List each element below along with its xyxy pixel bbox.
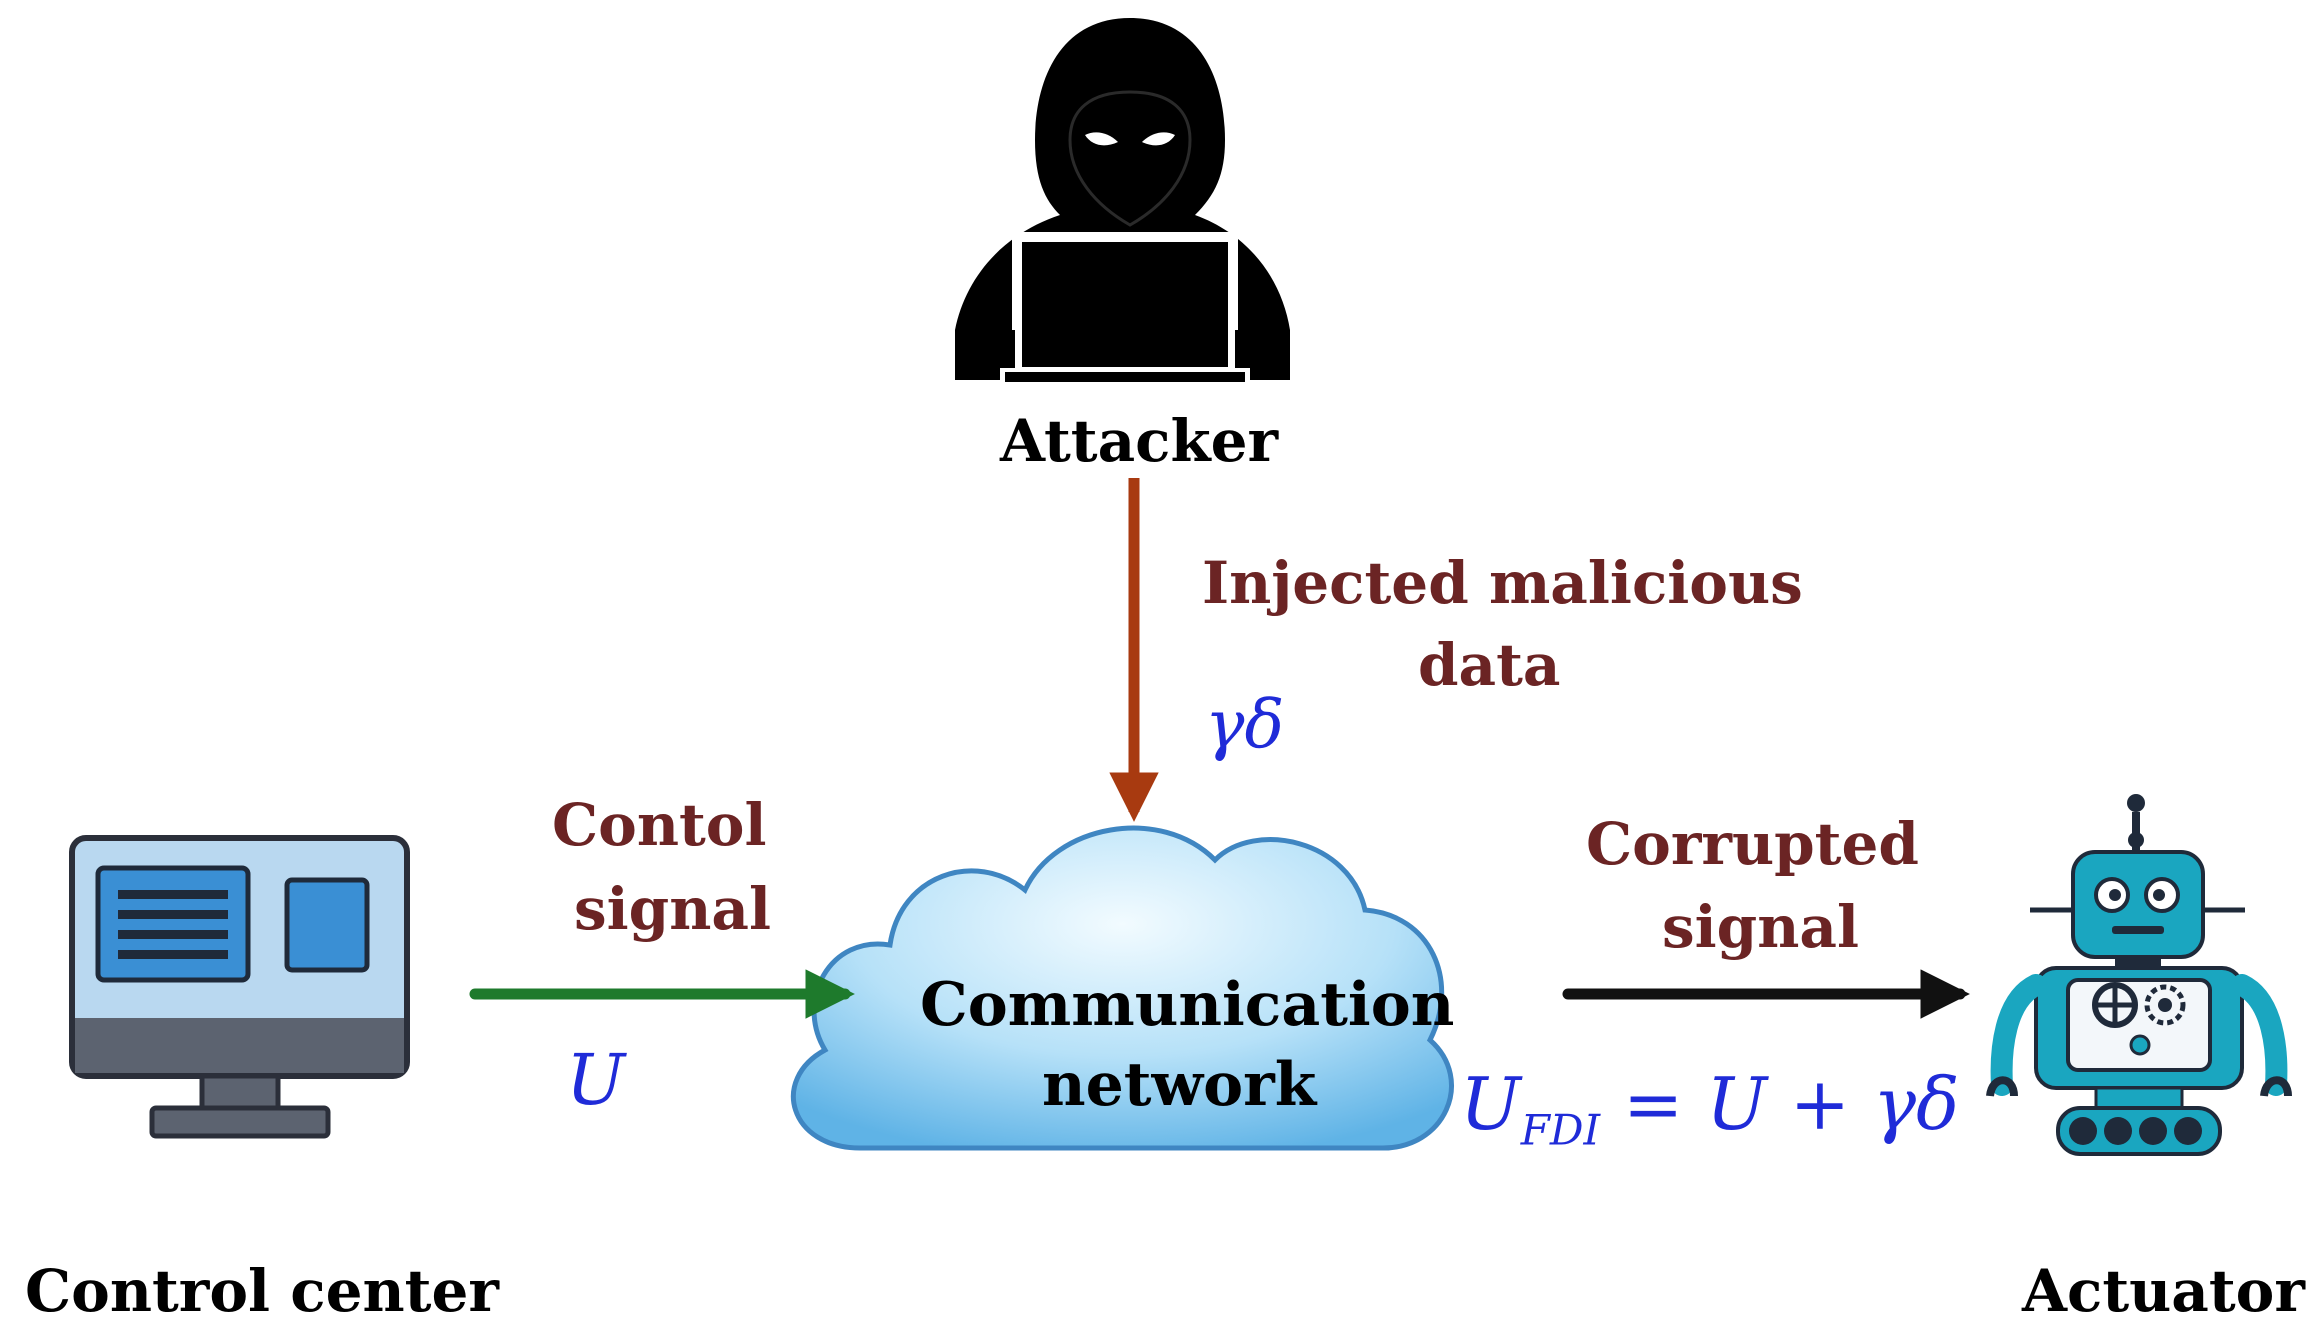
corrupted-math-rest: = U + γδ	[1600, 1062, 1960, 1146]
actuator-label: Actuator	[2022, 1257, 2305, 1325]
corrupted-math: UFDI = U + γδ	[1460, 1068, 1959, 1151]
network-label-line2: network	[1042, 1050, 1317, 1120]
corrupted-math-main: U	[1460, 1062, 1521, 1146]
hooded-hacker-icon	[955, 18, 1290, 382]
network-label-line1: Communication	[920, 970, 1455, 1040]
computer-monitor-icon	[69, 835, 410, 1139]
corrupted-label-line1: Corrupted	[1586, 810, 1919, 878]
injection-label-line2: data	[1418, 631, 1561, 699]
injection-label-line1: Injected malicious	[1202, 549, 1803, 617]
corrupted-math-sub: FDI	[1520, 1105, 1601, 1155]
attacker-label: Attacker	[1000, 407, 1279, 475]
control-label-line1: Contol	[552, 791, 767, 859]
corrupted-label-line2: signal	[1662, 893, 1860, 961]
control-label-line2: signal	[574, 875, 772, 943]
robot-icon	[1986, 794, 2292, 1156]
injection-math: γδ	[1205, 686, 1285, 763]
cloud-icon	[790, 825, 1454, 1151]
control-center-label: Control center	[25, 1257, 499, 1325]
control-math: U	[566, 1039, 625, 1121]
